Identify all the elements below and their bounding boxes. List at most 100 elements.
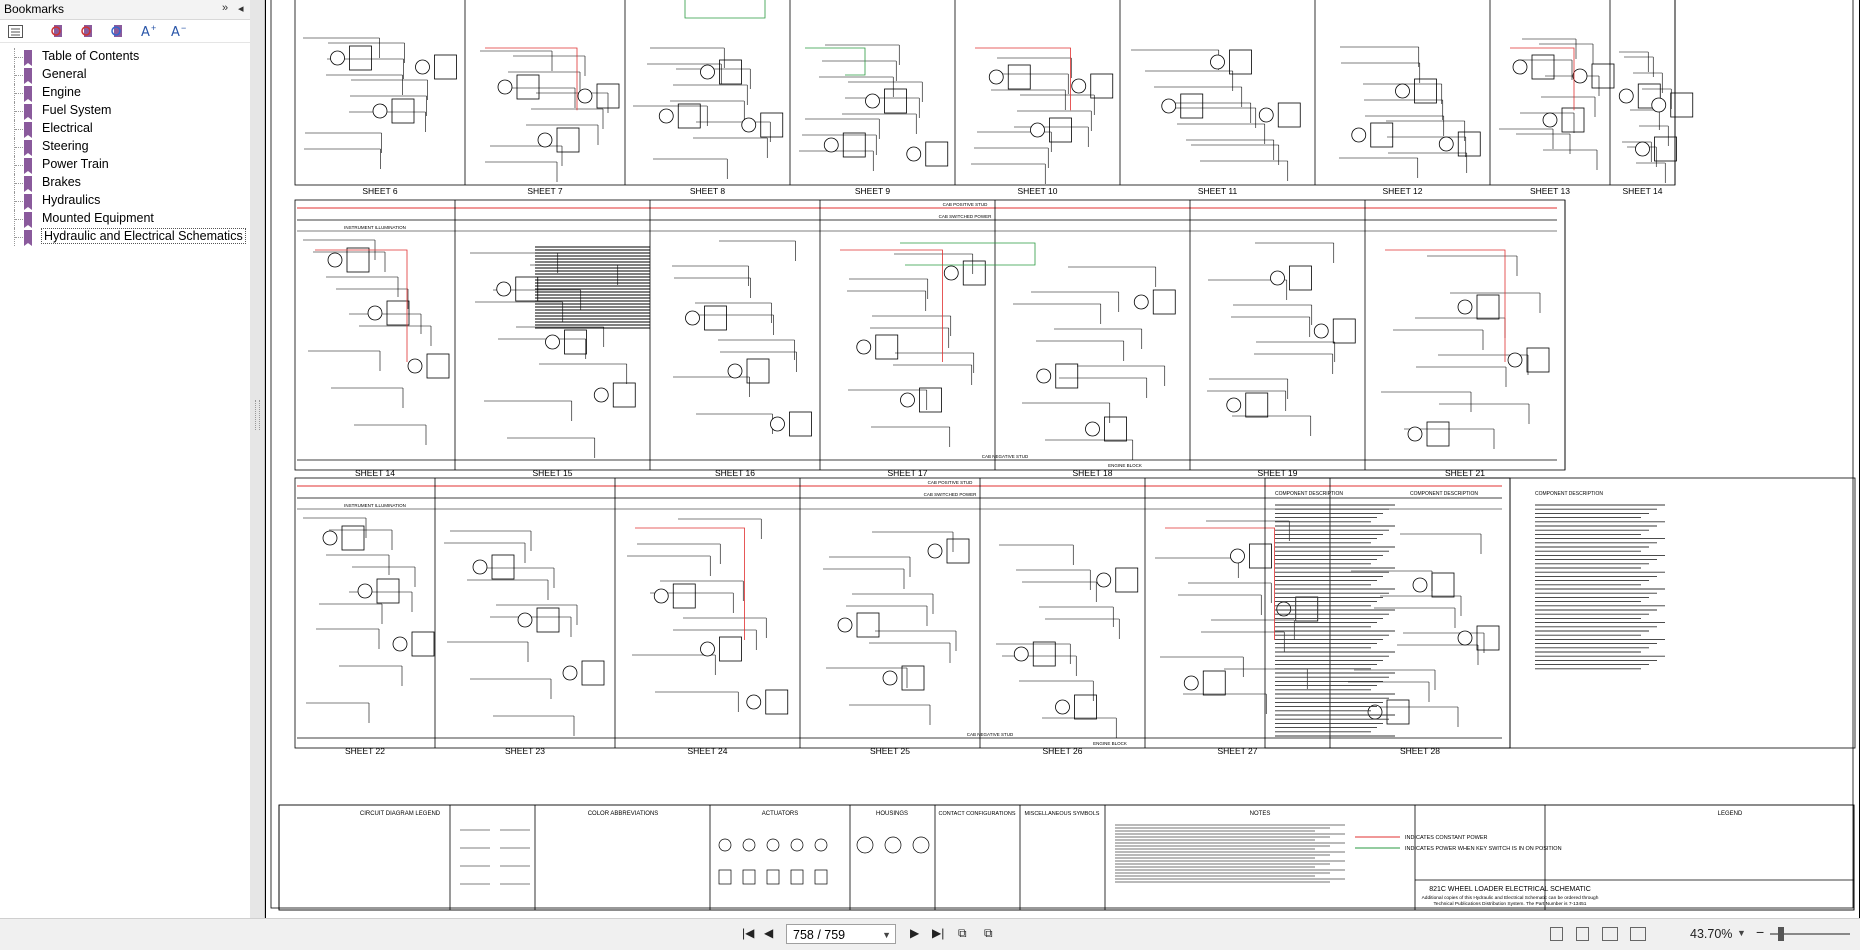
component-symbol: [1161, 98, 1177, 114]
relay-symbol: [1180, 93, 1204, 119]
sheet-label: SHEET 16: [715, 468, 755, 478]
bookmark-label: Steering: [42, 139, 89, 153]
wire-red: [975, 47, 1071, 111]
bookmark-item[interactable]: Table of Contents: [0, 48, 250, 66]
next-view-icon[interactable]: ⧉: [984, 926, 993, 940]
relay-symbol: [376, 578, 400, 604]
component-symbol: [1270, 270, 1285, 286]
enlarge-text-icon[interactable]: A+: [140, 23, 156, 39]
page-dropdown-icon[interactable]: ▼: [882, 930, 891, 940]
actuator-symbol: [718, 838, 732, 852]
relay-symbol: [556, 127, 580, 153]
page-number-field[interactable]: 758 / 759 ▼: [786, 924, 896, 944]
component-symbol: [1438, 136, 1454, 152]
collapse-panel-icon[interactable]: ◂: [238, 3, 244, 15]
options-icon[interactable]: [7, 23, 23, 39]
relay-symbol: [341, 525, 365, 551]
bookmark-label: Hydraulic and Electrical Schematics: [41, 228, 246, 244]
component-symbol: [562, 665, 578, 681]
relay-symbol: [346, 247, 370, 273]
component-table-frame: [1264, 477, 1856, 749]
relay-symbol: [1654, 136, 1677, 162]
component-symbol: [1055, 699, 1070, 715]
relay-symbol: [386, 300, 410, 326]
bookmark-icon: [24, 122, 32, 138]
zoom-level[interactable]: 43.70%: [1690, 927, 1733, 941]
previous-page-icon[interactable]: ◀: [764, 926, 774, 940]
sheet-label: SHEET 21: [1445, 468, 1485, 478]
panel-splitter[interactable]: [250, 0, 265, 918]
delete-bookmark-icon[interactable]: [50, 23, 66, 39]
status-bar: |◀ ◀ 758 / 759 ▼ ▶ ▶| ⧉ ⧉ 43.70% ▼ −: [0, 918, 1860, 950]
actuator-symbol: [718, 869, 732, 885]
bookmark-label: General: [42, 67, 87, 81]
bookmark-item[interactable]: Fuel System: [0, 102, 250, 120]
component-symbol: [517, 612, 533, 628]
bookmark-item[interactable]: Engine: [0, 84, 250, 102]
first-page-icon[interactable]: |◀: [742, 926, 755, 940]
relay-symbol: [704, 305, 727, 331]
component-symbol: [497, 79, 513, 95]
sheet-label: SHEET 18: [1072, 468, 1112, 478]
bookmark-item[interactable]: Electrical: [0, 120, 250, 138]
bookmark-item[interactable]: Mounted Equipment: [0, 210, 250, 228]
relay-symbol: [596, 83, 620, 109]
sheet-label: SHEET 22: [345, 746, 385, 756]
relay-symbol: [719, 59, 742, 85]
legend-heading: ACTUATORS: [762, 811, 798, 817]
bus-label-negative: CAB NEGATIVE STUD: [982, 454, 1029, 459]
new-bookmark-icon[interactable]: [80, 23, 96, 39]
expand-bookmark-icon[interactable]: [110, 23, 126, 39]
relay-symbol: [789, 411, 812, 437]
component-symbol: [1407, 426, 1423, 442]
relay-symbol: [1670, 92, 1694, 118]
component-symbol: [407, 358, 423, 374]
next-page-icon[interactable]: ▶: [910, 926, 920, 940]
sheet-label: SHEET 25: [870, 746, 910, 756]
sheet-label: SHEET 14: [1622, 186, 1662, 196]
previous-view-icon[interactable]: ⧉: [958, 926, 967, 940]
wire-red: [1510, 47, 1575, 111]
component-symbol: [685, 310, 700, 326]
component-symbol: [1133, 294, 1149, 310]
component-table-header: COMPONENT DESCRIPTION: [1275, 491, 1343, 497]
component-symbol: [537, 132, 553, 148]
relay-symbol: [672, 583, 696, 609]
zoom-out-icon[interactable]: −: [1756, 924, 1765, 940]
bookmark-item[interactable]: Steering: [0, 138, 250, 156]
component-symbol: [1036, 368, 1052, 384]
expand-panel-icon[interactable]: »: [222, 2, 229, 14]
bookmark-item[interactable]: General: [0, 66, 250, 84]
zoom-slider-thumb[interactable]: [1778, 927, 1784, 941]
single-page-view-icon[interactable]: [1550, 927, 1563, 941]
relay-symbol: [901, 665, 925, 691]
reduce-text-icon[interactable]: A−: [170, 23, 186, 39]
sheet-label: SHEET 11: [1198, 186, 1238, 196]
bookmark-item[interactable]: Power Train: [0, 156, 250, 174]
bookmark-item[interactable]: Hydraulics: [0, 192, 250, 210]
continuous-facing-view-icon[interactable]: [1630, 927, 1646, 941]
relay-symbol: [536, 607, 560, 633]
relay-symbol: [1426, 421, 1450, 447]
relay-symbol: [1104, 416, 1127, 442]
relay-symbol: [411, 631, 435, 657]
bookmark-item[interactable]: Brakes: [0, 174, 250, 192]
relay-symbol: [946, 538, 970, 564]
actuator-symbol: [742, 869, 756, 885]
bookmark-item[interactable]: Hydraulic and Electrical Schematics: [0, 228, 250, 246]
zoom-slider[interactable]: [1770, 933, 1850, 935]
continuous-view-icon[interactable]: [1576, 927, 1589, 941]
relay-symbol: [1090, 73, 1114, 99]
bus-label-illumination: INSTRUMENT ILLUMINATION: [344, 503, 406, 508]
relay-symbol: [884, 88, 907, 114]
component-symbol: [372, 103, 388, 119]
zoom-dropdown-icon[interactable]: ▼: [1737, 928, 1746, 938]
last-page-icon[interactable]: ▶|: [932, 926, 945, 940]
facing-view-icon[interactable]: [1602, 927, 1618, 941]
relay-symbol: [1115, 567, 1139, 593]
bus-label-positive: CAB POSITIVE STUD: [928, 480, 974, 485]
svg-text:A: A: [171, 25, 180, 39]
legend-heading: HOUSINGS: [876, 811, 908, 817]
